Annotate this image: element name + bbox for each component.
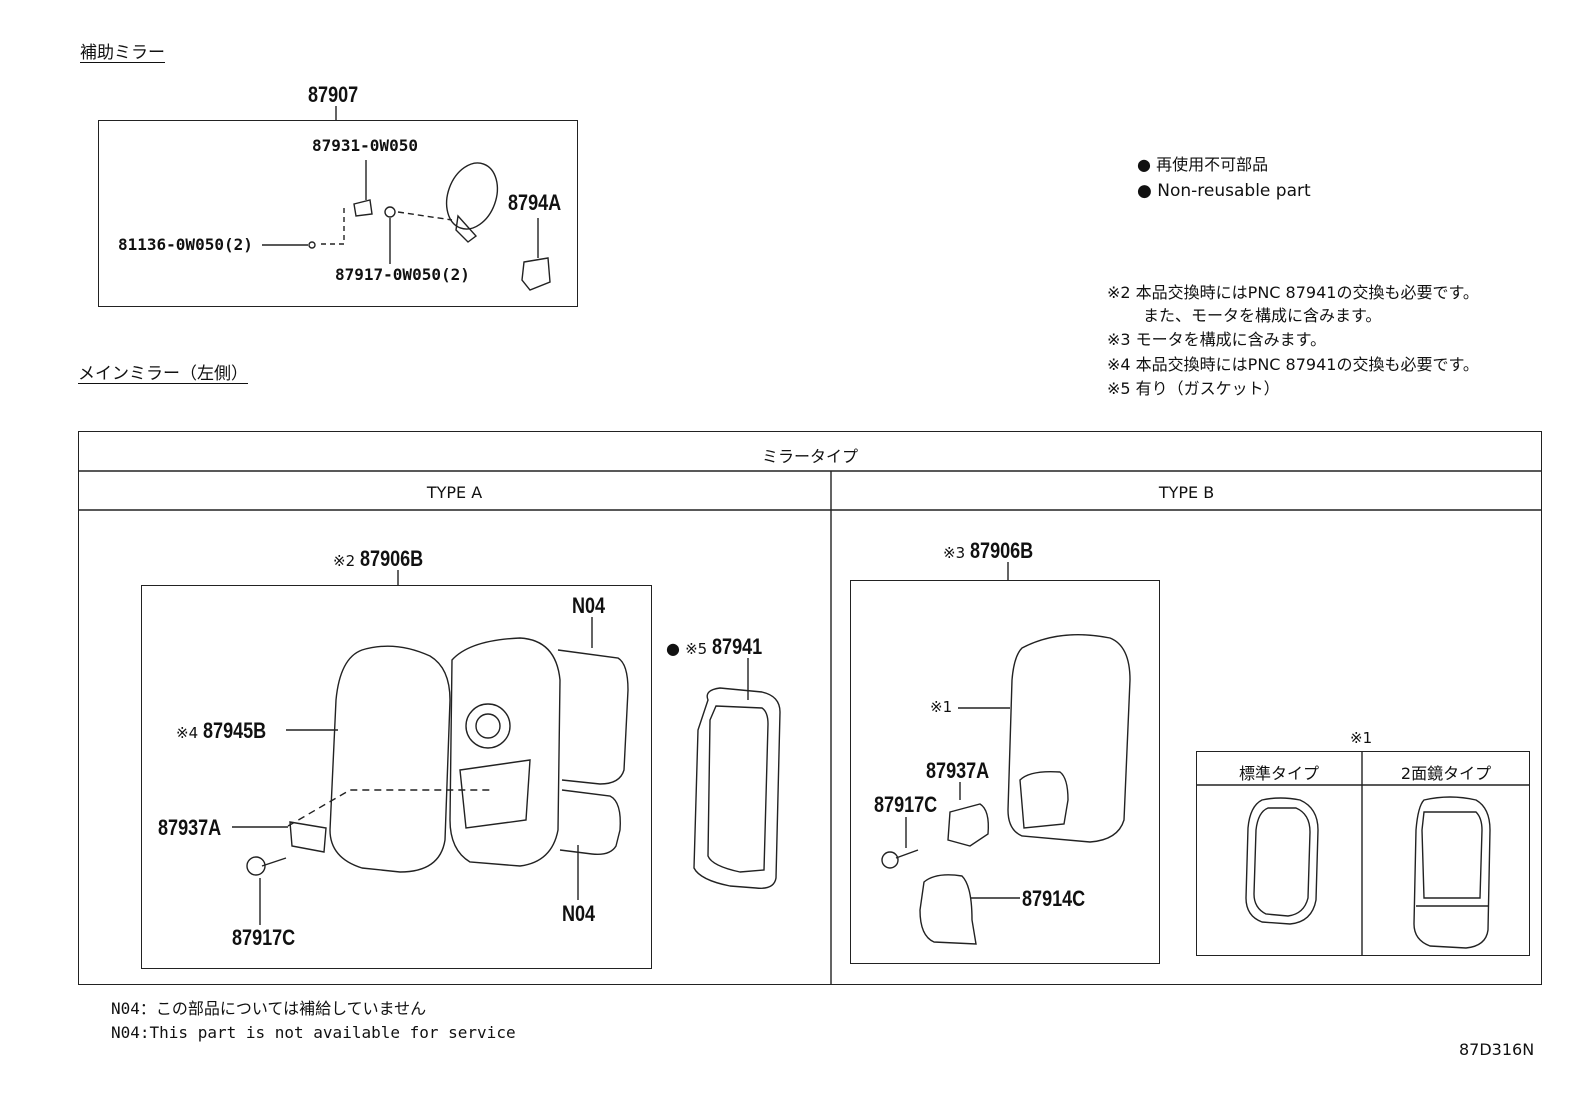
inset-dual-mirror-upper [1421,811,1483,899]
note-4: ※4 本品交換時にはPNC 87941の交換も必要です。 [1107,355,1479,374]
inset-dual-mirror-type: 2面鏡タイプ [1400,764,1492,783]
inset-standard-mirror [1245,797,1319,925]
note-5: ※5 有り（ガスケット） [1107,379,1280,398]
mirror-type-table [78,431,1542,985]
gasket-inner-edge [707,705,769,873]
legend-jp: ● 再使用不可部品 [1137,157,1268,173]
assembly-dashed-line [287,789,490,827]
assembly-dashed-line [397,211,453,221]
inset-mark: ※1 [1350,729,1373,747]
footer-n04-en: N04:This part is not available for servi… [111,1023,516,1042]
note-2: ※2 本品交換時にはPNC 87941の交換も必要です。 [1107,283,1479,302]
type-a-screw-head [246,856,266,876]
type-a-housing-upper-cover [557,649,629,785]
legend-jp-text: 再使用不可部品 [1156,155,1269,174]
type-b-mirror-glass [1007,634,1131,843]
inset-standard-type: 標準タイプ [1238,764,1319,783]
type-b-mirror-mount [1019,770,1069,829]
gasket-part [693,687,781,889]
type-b-cover-part [919,874,977,945]
motor-actuator [465,703,511,749]
table-header-type-b: TYPE B [1158,483,1215,502]
type-b-assembly-label: ※3 87906B [943,540,1047,562]
part-number-87937a-b[interactable]: 87937A [926,758,990,783]
nut-part [384,206,396,218]
type-a-clip-part [289,821,327,853]
n04-bottom[interactable]: N04 [562,901,596,926]
part-number-87917c-b[interactable]: 87917C [874,792,938,817]
table-header-type-a: TYPE A [426,483,483,502]
part-number-87945b[interactable]: 87945B [203,718,267,743]
non-reusable-bullet-icon: ● [1137,155,1151,174]
part-number-87941[interactable]: 87941 [712,634,763,659]
note-mark: ※2 [333,552,356,570]
sub-mirror-bracket-part [353,199,373,217]
note-3: ※3 モータを構成に含みます。 [1107,330,1327,349]
type-a-assembly-box [141,585,652,969]
part-number-87906b-b[interactable]: 87906B [970,538,1034,563]
non-reusable-bullet-icon: ● [666,639,680,658]
type-b-screw-head [881,851,899,869]
non-reusable-bullet-icon: ● [1137,181,1152,201]
table-header-mirror-type: ミラータイプ [761,447,858,466]
footer-n04-jp: N04：この部品については補給していません [111,999,427,1018]
note-2-cont: また、モータを構成に含みます。 [1143,306,1382,325]
motor-actuator-hub [475,713,501,739]
n04-top[interactable]: N04 [572,593,606,618]
sub-mirror-stay-part [455,214,478,243]
note-mark: ※3 [943,544,966,562]
part-number-87907[interactable]: 87907 [308,82,359,107]
type-a-glass-label: ※4 87945B [176,720,280,742]
part-number-87906b-a[interactable]: 87906B [360,546,424,571]
legend-en-text: Non-reusable part [1157,181,1311,201]
legend-en: ● Non-reusable part [1137,183,1311,200]
type-b-assembly-box [850,580,1160,964]
type-a-screw-shaft [261,857,287,867]
type-b-glass-mark: ※1 [930,698,953,716]
part-number-87914c[interactable]: 87914C [1022,886,1086,911]
sub-mirror-box [98,120,578,307]
sub-mirror-clip-part [521,257,551,291]
assembly-dashed-line [320,208,345,245]
type-b-clip-part [947,803,990,847]
inset-standard-mirror-inner [1253,807,1311,917]
part-number-87917c-a[interactable]: 87917C [232,925,296,950]
type-a-mirror-housing [449,637,561,867]
part-number-8794A[interactable]: 8794A [508,190,562,215]
gasket-label: ● ※5 87941 [666,636,773,658]
diagram-code: 87D316N [1459,1040,1535,1059]
part-number-87937a-a[interactable]: 87937A [158,815,222,840]
inset-dual-mirror [1413,796,1491,949]
housing-bracket [459,759,531,829]
section-sub-mirror-title: 補助ミラー [80,43,165,63]
type-a-housing-lower-cover [559,789,621,856]
sub-mirror-glass-part [445,162,499,230]
type-b-screw-shaft [895,849,919,859]
note-mark: ※5 [685,640,708,658]
inset-mirror-type-table [1196,751,1530,956]
part-number-87917-0w050[interactable]: 87917-0W050(2) [335,265,470,284]
note-mark: ※4 [176,724,199,742]
section-main-mirror-title: メインミラー（左側） [78,364,248,384]
screw-part [308,241,316,249]
type-a-mirror-glass [329,645,451,873]
type-a-assembly-label: ※2 87906B [333,548,437,570]
part-number-87931[interactable]: 87931-0W050 [312,136,418,155]
part-number-81136[interactable]: 81136-0W050(2) [118,235,253,254]
